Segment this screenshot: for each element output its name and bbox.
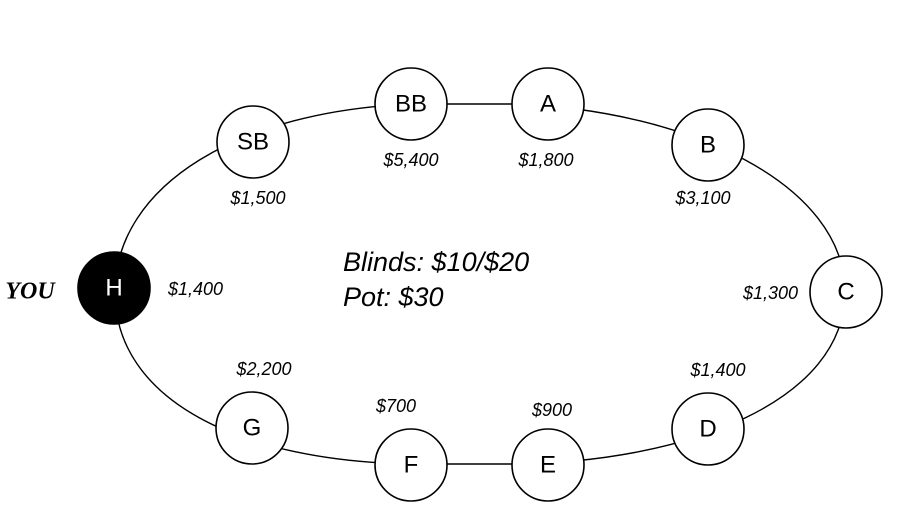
seat-h-stack: $1,400: [167, 279, 223, 299]
seat-d-label: D: [699, 415, 716, 442]
seat-sb-stack: $1,500: [229, 188, 285, 208]
seat-bb-label: BB: [395, 90, 427, 117]
seat-d-marker: [671, 392, 745, 466]
you-label: YOU: [5, 279, 56, 305]
seat-b-label: B: [700, 131, 716, 158]
seat-sb-marker: [216, 105, 290, 179]
seat-a-marker: [511, 67, 585, 141]
pot-text: Pot: $30: [343, 282, 444, 312]
seat-g-stack: $2,200: [235, 359, 291, 379]
seat-g-label: G: [243, 414, 262, 441]
seat-a-label: A: [540, 90, 556, 117]
seat-a: A $1,800: [511, 67, 585, 170]
seat-e-marker: [511, 428, 585, 502]
seat-sb: SB $1,500: [216, 105, 290, 208]
seat-f: F $700: [374, 396, 448, 502]
seat-e: E $900: [511, 400, 585, 502]
seat-c: C $1,300: [742, 255, 883, 329]
blinds-text: Blinds: $10/$20: [343, 247, 529, 277]
seat-b: B $3,100: [671, 108, 745, 208]
seat-e-label: E: [540, 451, 556, 478]
seat-a-stack: $1,800: [517, 150, 573, 170]
seat-d: D $1,400: [671, 360, 746, 466]
seat-c-marker: [809, 255, 883, 329]
seat-h-label: H: [105, 274, 122, 301]
seat-g-marker: [215, 391, 289, 465]
seat-b-marker: [671, 108, 745, 182]
seat-bb-stack: $5,400: [382, 150, 438, 170]
seat-f-label: F: [404, 451, 419, 478]
seat-sb-label: SB: [237, 128, 269, 155]
seat-c-label: C: [837, 278, 854, 305]
seat-h: H $1,400: [77, 251, 223, 325]
seat-g: G $2,200: [215, 359, 292, 465]
seat-f-marker: [374, 428, 448, 502]
seat-d-stack: $1,400: [689, 360, 745, 380]
seat-bb-marker: [374, 67, 448, 141]
seat-bb: BB $5,400: [374, 67, 448, 170]
seat-f-stack: $700: [375, 396, 416, 416]
seat-e-stack: $900: [531, 400, 572, 420]
seat-b-stack: $3,100: [674, 188, 730, 208]
seat-c-stack: $1,300: [742, 283, 798, 303]
seat-h-marker: [77, 251, 151, 325]
